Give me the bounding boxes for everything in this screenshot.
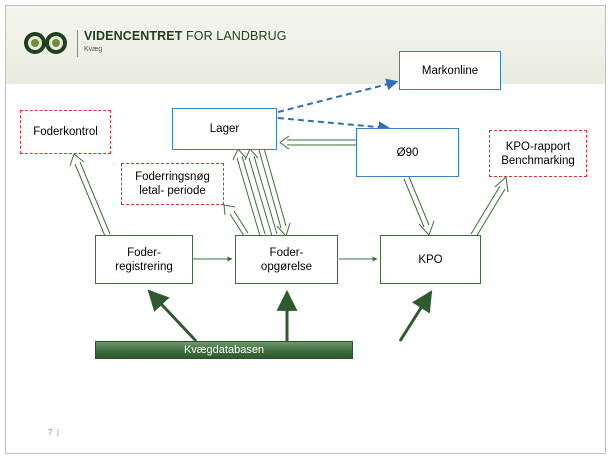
hollow-arrow-foderopg-foderringsnoeg: [223, 204, 249, 237]
hollow-arrow-foderopg-lager-2: [244, 148, 278, 237]
node-kpo: KPO: [380, 235, 481, 284]
node-foderregistrering-label: Foder- registrering: [115, 246, 173, 273]
kvaegdatabasen-bar: Kvægdatabasen: [95, 341, 353, 359]
node-lager-label: Lager: [209, 123, 240, 135]
page-number: 7 |: [48, 428, 59, 437]
node-markonline: Markonline: [399, 51, 501, 90]
node-foderringsnoeg: Foderringsnøg letal- periode: [121, 163, 224, 205]
node-foderopgoerelse-label: Foder- opgørelse: [260, 246, 313, 273]
node-markonline-label: Markonline: [421, 64, 479, 77]
node-foderkontrol-label: Foderkontrol: [33, 126, 98, 138]
hollow-arrow-foderopg-lager-1: [232, 148, 266, 237]
node-lager: Lager: [172, 108, 277, 150]
arrow-db-kpo: [398, 290, 433, 342]
node-kpo-rapport: KPO-rapport Benchmarking: [489, 130, 587, 177]
slide: VIDENCENTRET FOR LANDBRUG Kvæg: [5, 5, 606, 454]
hollow-arrow-o90-lager: [279, 135, 356, 150]
diagram-connectors: [69, 78, 509, 343]
brand-title: VIDENCENTRET FOR LANDBRUG: [84, 29, 287, 43]
arrow-lager-o90: [277, 117, 391, 134]
node-kpo-rapport-label: KPO-rapport Benchmarking: [501, 140, 575, 167]
page-number-value: 7: [48, 428, 53, 437]
arrow-db-foderreg: [147, 289, 198, 343]
kvaegdatabasen-label: Kvægdatabasen: [183, 344, 265, 356]
logo-icon: [24, 32, 67, 54]
node-o90-label: Ø90: [396, 146, 419, 159]
logo-divider: [77, 30, 78, 57]
node-foderopgoerelse: Foder- opgørelse: [235, 235, 338, 284]
node-foderkontrol: Foderkontrol: [20, 110, 111, 154]
hollow-arrow-lager-foderopg: [258, 147, 291, 237]
node-o90: Ø90: [356, 128, 459, 177]
hollow-arrow-o90-kpo: [403, 176, 435, 236]
brand-bold: VIDENCENTRET: [84, 29, 183, 43]
node-foderregistrering: Foder- registrering: [95, 235, 193, 284]
hollow-arrow-kpo-rapport: [470, 175, 509, 238]
brand-subtitle: Kvæg: [84, 46, 103, 53]
page-number-separator: |: [56, 428, 59, 437]
brand-light: FOR LANDBRUG: [186, 29, 287, 43]
node-foderringsnoeg-label: Foderringsnøg letal- periode: [135, 171, 210, 197]
header-band: [6, 6, 605, 84]
hollow-arrow-foderreg-foderkontrol: [69, 153, 111, 237]
arrow-lager-markonline: [277, 78, 399, 113]
node-kpo-label: KPO: [418, 253, 443, 266]
